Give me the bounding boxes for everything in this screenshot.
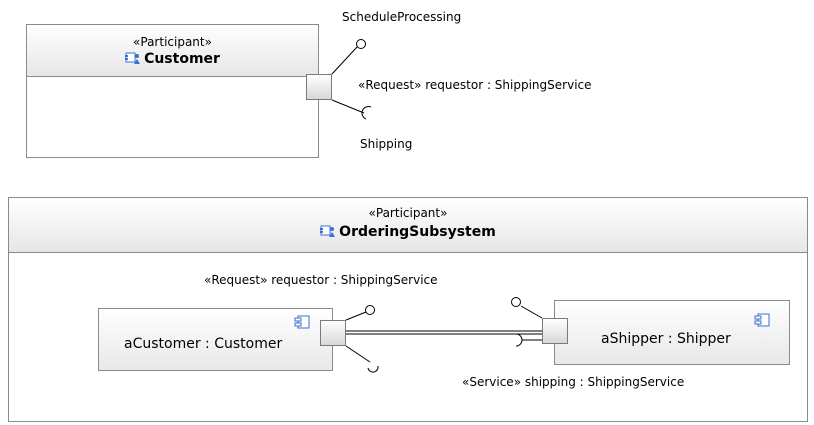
acustomer-part-label: aCustomer : Customer bbox=[124, 336, 283, 352]
ordering-service-label: «Service» shipping : ShippingService bbox=[462, 375, 685, 389]
customer-participant-box[interactable]: «Participant» Customer bbox=[26, 24, 319, 158]
ordering-subsystem-stereotype: «Participant» bbox=[368, 206, 448, 220]
schedule-processing-provided-interface bbox=[331, 39, 366, 75]
ordering-request-label: «Request» requestor : ShippingService bbox=[204, 273, 438, 287]
shipping-interface-label: Shipping bbox=[360, 137, 413, 151]
ashipper-part[interactable]: aShipper : Shipper bbox=[554, 300, 790, 365]
ordering-subsystem-title: OrderingSubsystem bbox=[9, 224, 807, 239]
customer-stereotype: «Participant» bbox=[133, 35, 212, 49]
ordering-subsystem-header: «Participant» OrderingSubsystem bbox=[9, 198, 807, 253]
customer-name: Customer bbox=[144, 51, 220, 67]
ashipper-part-label: aShipper : Shipper bbox=[601, 331, 731, 347]
participant-icon bbox=[320, 225, 336, 237]
ashipper-port[interactable] bbox=[542, 318, 568, 344]
shipping-required-interface bbox=[331, 99, 372, 120]
ordering-subsystem-name: OrderingSubsystem bbox=[339, 224, 496, 240]
participant-icon bbox=[125, 52, 141, 64]
component-icon bbox=[294, 315, 310, 329]
customer-title: Customer bbox=[27, 51, 318, 66]
acustomer-part[interactable]: aCustomer : Customer bbox=[98, 308, 333, 371]
customer-participant-header: «Participant» Customer bbox=[27, 25, 318, 77]
customer-request-label: «Request» requestor : ShippingService bbox=[358, 78, 592, 92]
schedule-processing-label: ScheduleProcessing bbox=[342, 10, 462, 24]
customer-port[interactable] bbox=[306, 74, 332, 100]
component-icon bbox=[754, 313, 770, 327]
acustomer-port[interactable] bbox=[320, 320, 346, 346]
